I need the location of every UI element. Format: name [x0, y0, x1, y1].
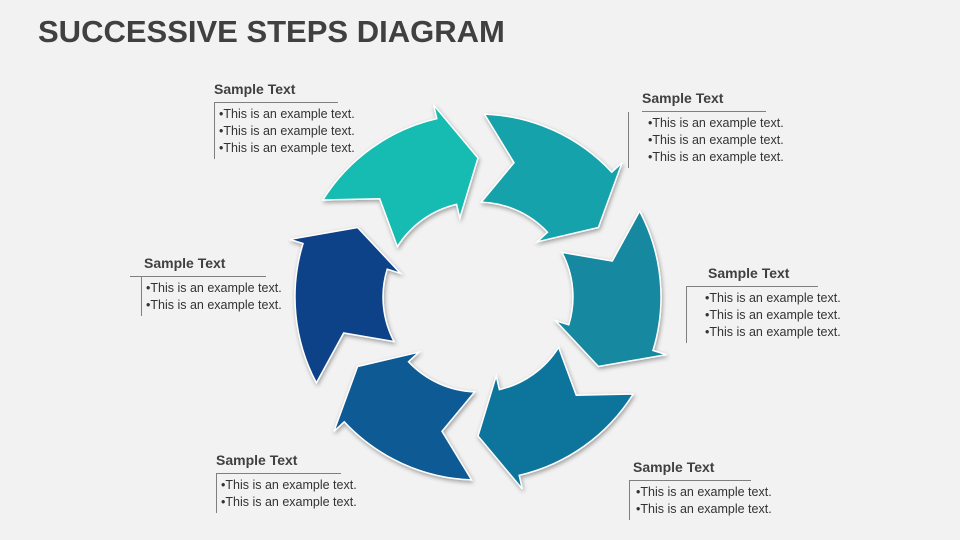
bullet-item: •This is an example text. — [636, 485, 772, 499]
text-block-3: Sample Text •This is an example text. •T… — [686, 265, 841, 343]
bullet-item: •This is an example text. — [648, 150, 784, 164]
text-block-1: Sample Text •This is an example text. •T… — [214, 81, 355, 159]
text-block-4: Sample Text •This is an example text. •T… — [629, 459, 772, 520]
bullet-item: •This is an example text. — [636, 502, 772, 516]
block-heading: Sample Text — [216, 452, 341, 474]
bullet-item: •This is an example text. — [219, 141, 355, 155]
block-heading: Sample Text — [686, 265, 818, 287]
block-body: •This is an example text. •This is an ex… — [216, 474, 357, 513]
bullet-item: •This is an example text. — [705, 325, 841, 339]
block-heading: Sample Text — [629, 459, 751, 481]
arrow-segment-5 — [333, 350, 477, 481]
bullet-item: •This is an example text. — [146, 298, 282, 312]
block-body: •This is an example text. •This is an ex… — [628, 112, 784, 168]
block-body: •This is an example text. •This is an ex… — [686, 287, 841, 343]
bullet-item: •This is an example text. — [221, 478, 357, 492]
text-block-5: Sample Text •This is an example text. •T… — [216, 452, 357, 513]
text-block-6: Sample Text •This is an example text. •T… — [130, 255, 282, 316]
page-title: SUCCESSIVE STEPS DIAGRAM — [38, 14, 505, 49]
bullet-item: •This is an example text. — [219, 107, 355, 121]
bullet-item: •This is an example text. — [219, 124, 355, 138]
block-heading: Sample Text — [642, 90, 766, 112]
block-heading: Sample Text — [130, 255, 266, 277]
text-block-2: Sample Text •This is an example text. •T… — [628, 90, 784, 168]
arrow-segment-6 — [289, 226, 403, 385]
bullet-item: •This is an example text. — [221, 495, 357, 509]
bullet-item: •This is an example text. — [648, 116, 784, 130]
block-body: •This is an example text. •This is an ex… — [214, 103, 355, 159]
bullet-item: •This is an example text. — [705, 291, 841, 305]
bullet-item: •This is an example text. — [648, 133, 784, 147]
bullet-item: •This is an example text. — [705, 308, 841, 322]
bullet-item: •This is an example text. — [146, 281, 282, 295]
block-body: •This is an example text. •This is an ex… — [141, 277, 282, 316]
arrow-segment-2 — [479, 113, 623, 244]
block-body: •This is an example text. •This is an ex… — [629, 481, 772, 520]
block-heading: Sample Text — [214, 81, 338, 103]
arrow-segment-1 — [321, 104, 479, 249]
arrow-segment-3 — [553, 209, 667, 368]
arrow-segment-4 — [477, 345, 635, 490]
